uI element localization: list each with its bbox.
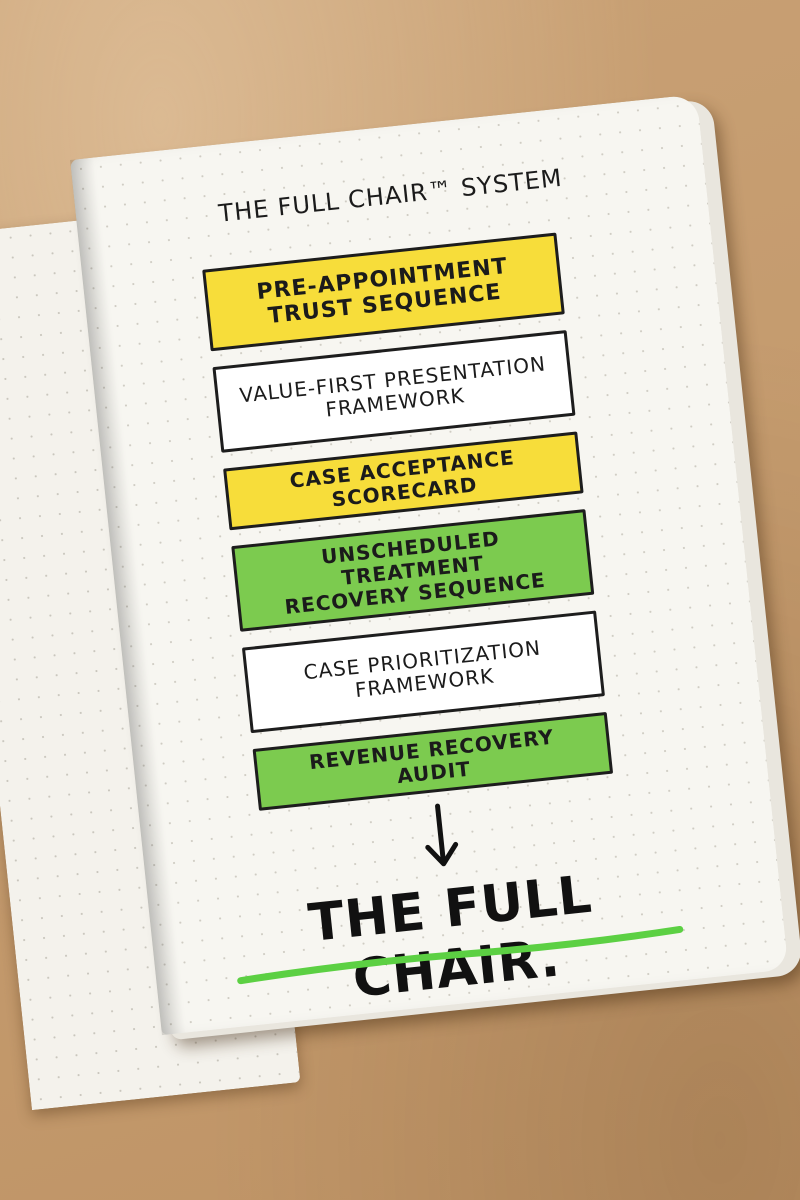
arrow-down-icon xyxy=(425,803,459,867)
step-box-1: PRE-APPOINTMENT TRUST SEQUENCE xyxy=(202,232,565,352)
right-page: THE FULL CHAIR™ SYSTEM PRE-APPOINTMENT T… xyxy=(70,94,789,1036)
page-content: THE FULL CHAIR™ SYSTEM PRE-APPOINTMENT T… xyxy=(135,156,684,1010)
step-label-4: UNSCHEDULED TREATMENT RECOVERY SEQUENCE xyxy=(283,525,547,619)
step-label-5: CASE PRIORITIZATION FRAMEWORK xyxy=(302,635,543,703)
page-title: THE FULL CHAIR™ SYSTEM xyxy=(217,163,564,228)
step-label-1: PRE-APPOINTMENT TRUST SEQUENCE xyxy=(255,253,509,330)
step-label-3: CASE ACCEPTANCE SCORECARD xyxy=(288,445,516,512)
step-box-4: UNSCHEDULED TREATMENT RECOVERY SEQUENCE xyxy=(231,509,595,632)
step-label-6: REVENUE RECOVERY AUDIT xyxy=(308,724,556,789)
step-box-2: VALUE-FIRST PRESENTATION FRAMEWORK xyxy=(212,330,576,453)
step-box-5: CASE PRIORITIZATION FRAMEWORK xyxy=(241,610,605,734)
step-label-2: VALUE-FIRST PRESENTATION FRAMEWORK xyxy=(238,351,548,422)
highlighter-underline xyxy=(237,925,684,985)
